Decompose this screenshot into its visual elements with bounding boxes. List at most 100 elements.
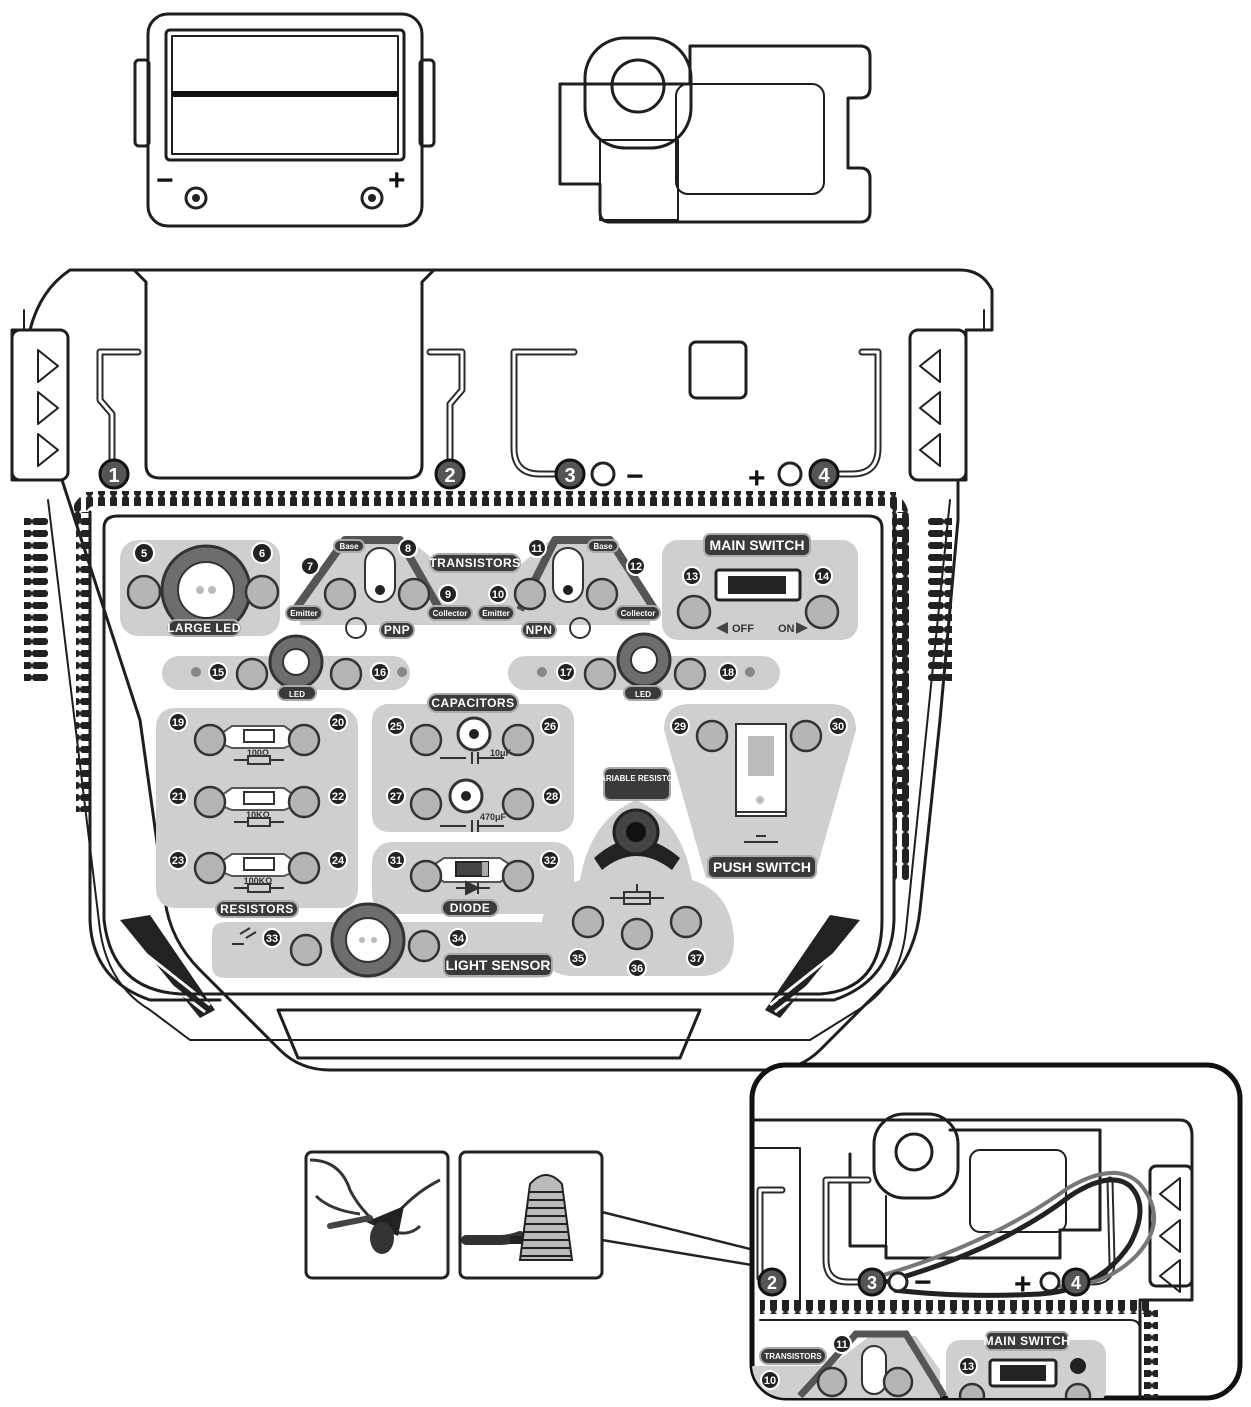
clip-1[interactable]: 1 <box>98 458 130 490</box>
npn-collector-spring[interactable] <box>585 577 619 611</box>
capacitor-1-spring-left[interactable] <box>409 723 443 757</box>
capacitor-2-spring-left[interactable] <box>409 787 443 821</box>
resistors-label: RESISTORS <box>220 902 294 916</box>
detail-spring-2[interactable] <box>882 1366 914 1398</box>
pnp-emitter-spring[interactable] <box>323 577 357 611</box>
battery-holder <box>558 36 872 224</box>
terminal-23: 23 <box>172 855 184 867</box>
left-clip-tab <box>10 328 70 482</box>
resistor-2: 21 22 10KΩ <box>168 785 348 827</box>
variable-resistor-spring-mid[interactable] <box>620 917 654 951</box>
terminal-28: 28 <box>546 791 558 803</box>
npn-collector-label: Collector <box>621 609 656 618</box>
terminal-10: 10 <box>492 589 504 601</box>
npn-label: NPN <box>526 623 553 637</box>
terminal-7: 7 <box>307 561 313 573</box>
light-sensor-block: 33 34 LIGHT SENSOR <box>212 902 556 978</box>
battery-minus-socket[interactable] <box>590 461 616 487</box>
transistors-block: TRANSISTORS 7 8 9 Base Emitter Collector… <box>285 536 661 639</box>
terminal-6: 6 <box>259 548 265 560</box>
led-left-spring-right[interactable] <box>329 657 363 691</box>
resistor-2-spring-right[interactable] <box>287 785 321 819</box>
battery-plus-socket[interactable] <box>777 461 803 487</box>
push-switch-spring-left[interactable] <box>695 719 729 753</box>
capacitor-1-spring-right[interactable] <box>501 723 535 757</box>
push-switch-block: 29 30 PUSH SWITCH <box>664 704 856 879</box>
main-switch-spring-right[interactable] <box>804 594 840 630</box>
detail-clip-2[interactable]: 2 <box>757 1267 787 1297</box>
diode-label: DIODE <box>450 901 491 915</box>
terminal-29: 29 <box>674 721 686 733</box>
capacitor-2-value: 470μF <box>480 812 507 822</box>
terminal-17: 17 <box>560 667 572 679</box>
board-minus-sign: − <box>626 460 644 493</box>
large-led-spring-left[interactable] <box>126 574 162 610</box>
detail-spring-4[interactable] <box>1064 1382 1092 1407</box>
detail-spring-3[interactable] <box>958 1382 986 1407</box>
diode-spring-left[interactable] <box>409 859 443 893</box>
battery-plus-sign: + <box>388 164 406 197</box>
transistors-label: TRANSISTORS <box>429 556 520 570</box>
push-switch-label: PUSH SWITCH <box>713 859 811 875</box>
terminal-34: 34 <box>452 933 465 945</box>
resistors-block: 19 20 100Ω 21 22 10KΩ 23 24 100KΩ RESIST… <box>156 708 358 918</box>
detail-terminal-13: 13 <box>962 1361 974 1373</box>
terminal-15: 15 <box>212 667 224 679</box>
detail-clip-4[interactable]: 4 <box>1061 1267 1091 1297</box>
push-switch-spring-right[interactable] <box>789 719 823 753</box>
npn-base-label: Base <box>593 542 613 551</box>
pnp-label: PNP <box>384 623 410 637</box>
large-led-label: LARGE LED <box>167 621 241 635</box>
resistor-1-value: 100Ω <box>247 748 269 758</box>
variable-resistor-spring-left[interactable] <box>571 905 605 939</box>
variable-resistor-spring-right[interactable] <box>669 905 703 939</box>
capacitor-2-spring-right[interactable] <box>501 787 535 821</box>
pnp-collector-label: Collector <box>433 609 468 618</box>
resistor-3-spring-left[interactable] <box>193 851 227 885</box>
npn-emitter-spring[interactable] <box>513 577 547 611</box>
main-switch-block: MAIN SWITCH 13 14 OFF ON <box>662 533 858 640</box>
pnp-base-label: Base <box>339 542 359 551</box>
main-switch-off: OFF <box>732 623 754 635</box>
resistor-1-spring-left[interactable] <box>193 723 227 757</box>
detail-plus-socket[interactable] <box>1039 1271 1061 1293</box>
detail-minus-socket[interactable] <box>887 1271 909 1293</box>
resistor-3: 23 24 100KΩ <box>168 850 348 893</box>
light-sensor-spring-left[interactable] <box>289 933 323 967</box>
main-switch-label: MAIN SWITCH <box>710 537 805 553</box>
light-sensor-label: LIGHT SENSOR <box>445 957 550 973</box>
led-right-spring-left[interactable] <box>583 657 617 691</box>
led-right-spring-right[interactable] <box>673 657 707 691</box>
detail-main-switch-label: MAIN SWITCH <box>984 1334 1071 1348</box>
detail-clip-3[interactable]: 3 <box>857 1267 887 1297</box>
clip-4[interactable]: 4 <box>808 458 840 490</box>
variable-resistor-label: VARIABLE RESISTOR <box>595 774 678 783</box>
detail-spring-1[interactable] <box>816 1366 848 1398</box>
pnp-collector-spring[interactable] <box>397 577 431 611</box>
battery: − + <box>133 12 436 228</box>
detail-terminal-11: 11 <box>836 1339 848 1351</box>
twist-wire-photo <box>304 1150 450 1280</box>
clip-2[interactable]: 2 <box>434 458 466 490</box>
terminal-36: 36 <box>631 963 643 975</box>
light-sensor-spring-right[interactable] <box>407 929 441 963</box>
clip-1-number: 1 <box>108 465 119 487</box>
clip-3[interactable]: 3 <box>554 458 586 490</box>
resistor-3-spring-right[interactable] <box>287 851 321 885</box>
diode-spring-right[interactable] <box>501 859 535 893</box>
terminal-5: 5 <box>141 548 147 560</box>
led-left-spring-left[interactable] <box>235 657 269 691</box>
terminal-20: 20 <box>332 717 344 729</box>
detail-clip-2-number: 2 <box>767 1273 777 1293</box>
terminal-33: 33 <box>266 933 278 945</box>
resistor-2-spring-left[interactable] <box>193 785 227 819</box>
main-switch-spring-left[interactable] <box>676 594 712 630</box>
clip-3-number: 3 <box>564 465 575 487</box>
large-led-spring-right[interactable] <box>244 574 280 610</box>
battery-minus-sign: − <box>156 164 174 197</box>
terminal-22: 22 <box>332 791 344 803</box>
resistor-1-spring-right[interactable] <box>287 723 321 757</box>
terminal-12: 12 <box>630 561 642 573</box>
detail-transistors-label: TRANSISTORS <box>764 1352 822 1361</box>
